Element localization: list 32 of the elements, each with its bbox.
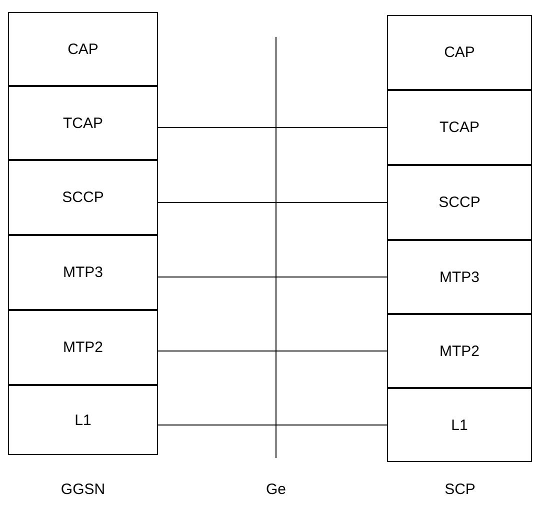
protocol-layer-box — [387, 240, 532, 314]
protocol-layer-box — [8, 86, 158, 160]
layer-name: CAP — [444, 44, 475, 61]
connector-line — [158, 276, 388, 278]
protocol-layer-box — [387, 15, 532, 90]
connector-line — [158, 127, 388, 128]
network-node-label: SCP — [444, 481, 476, 498]
protocol-layer-box — [8, 160, 158, 235]
protocol-layer-box — [387, 388, 532, 462]
connector-line — [158, 424, 388, 426]
layer-name: MTP2 — [62, 339, 103, 356]
protocol-layer-box — [8, 235, 158, 310]
layer-name: L1 — [451, 416, 468, 434]
connector-line — [158, 350, 388, 352]
protocol-layer-box — [8, 12, 158, 86]
layer-name: CAP — [68, 40, 98, 58]
layer-name: MTP3 — [439, 268, 480, 286]
layer-name: TCAP — [439, 119, 480, 136]
protocol-layer-box — [8, 310, 158, 385]
layer-name: MTP2 — [439, 342, 480, 360]
layer-name: SCCP — [438, 194, 480, 211]
layer-name: SCCP — [62, 189, 104, 206]
protocol-layer-box — [387, 90, 532, 165]
network-node-label: GGSN — [60, 481, 106, 498]
protocol-layer-box — [387, 165, 532, 240]
connector-line — [158, 202, 388, 203]
layer-name: L1 — [74, 412, 92, 428]
layer-name: MTP3 — [62, 264, 103, 281]
network-node-label: Ge — [266, 481, 286, 498]
protocol-layer-box — [8, 385, 158, 455]
layer-name: TCAP — [62, 114, 103, 132]
protocol-layer-box — [387, 314, 532, 388]
